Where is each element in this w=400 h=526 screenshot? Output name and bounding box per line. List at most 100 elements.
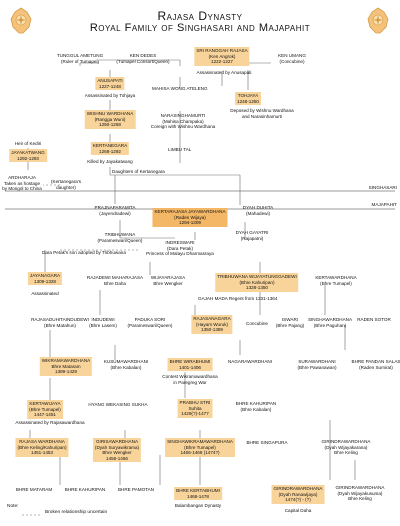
person-line: DYAH GAYATRI	[235, 230, 269, 235]
person-line: BHRE KERTABHUMI	[176, 488, 220, 493]
person-line: GIRINDRAWARDHANA	[321, 439, 371, 444]
person-line: PADUKA SORI	[134, 317, 166, 322]
person-line: 1389-1429	[55, 369, 77, 375]
person-line: (Dyah Wijayakarana)	[324, 444, 368, 450]
person-line: BHRE KAHURIPAN	[64, 487, 106, 492]
person-line: Bhre Mataram	[51, 363, 81, 369]
person-line: KERTARAJASA JAYAWARDHANA	[154, 209, 226, 214]
person-line: 1429(?)-1477	[181, 411, 209, 417]
person-line: Capital Daha	[284, 508, 312, 513]
person-line: (Bhre Pajang)	[275, 322, 305, 328]
person-singhawikramawardhana: SINGHAWIKRAMAWARDHANA(Bhre Tumapel)1466-…	[165, 438, 235, 457]
person-indreswari: INDRESWARI(Dara Petak)Princess of Malayu…	[146, 240, 214, 257]
person-line: BHRE SINGAPURA	[246, 440, 288, 445]
person-line: BHRE WIRABHUMI	[169, 359, 211, 364]
person-line: (Bhre Tumapel)	[320, 280, 352, 286]
person-line: INDRESWARI	[165, 240, 195, 245]
person-line: (Hayam Wuruk)	[195, 321, 229, 327]
person-line: Bhre Daha	[104, 280, 126, 286]
person-line: (Bhre Matahun)	[44, 322, 76, 328]
person-bhre-pamotan: BHRE PAMOTAN	[118, 487, 154, 493]
person-line: (Bhre Kabalan)	[240, 406, 272, 412]
label-limbu: LIMBU TAL	[168, 147, 192, 152]
title-line-2: Royal Family of Singhasari and Majapahit	[89, 22, 311, 34]
person-line: (Jayendradewi)	[99, 210, 131, 216]
person-line: (Rangga Wuni)	[94, 116, 126, 122]
person-dyah-duhita: DYAH DUHITA(Mahadewi)	[243, 205, 273, 216]
person-line: 1401-1406	[179, 364, 201, 370]
person-line: BHRE MATARAM	[15, 487, 53, 492]
person-line: (Bhre Kahuripan)	[239, 279, 275, 285]
note-kertanegara: Killed by Jayakatwang	[87, 159, 132, 165]
person-wishnu-wardhana: WISHNU WARDHANA(Rangga Wuni)1250-1268	[84, 110, 136, 129]
person-line: (Ken Angrok)	[208, 53, 236, 59]
person-line: in Paregreg War	[173, 379, 207, 385]
person-rajasaduhitaindudewi: RAJASADUHITAINDUDEWI(Bhre Matahun)	[31, 317, 89, 328]
person-line: 1248-1250	[237, 98, 259, 104]
person-raden-sotor: RADEN SOTOR	[357, 317, 391, 323]
person-paduka-sori: PADUKA SORI(Parameswari/Queen)	[128, 317, 173, 328]
note-kertawijaya: Assassinated by Rajasawardhana	[15, 420, 84, 426]
person-girindrawardhana-wijayakarana: GIRINDRAWARDHANA(Dyah Wijayakarana)Bhre …	[322, 439, 371, 456]
person-line: Suhita	[188, 405, 202, 411]
person-line: INDUDEWI	[91, 317, 115, 322]
person-line: Balambangan Dynasty	[174, 503, 222, 508]
person-line: 1328-1350	[246, 285, 268, 291]
person-line: ANUSAPATI	[97, 78, 123, 83]
person-line: (Rajapatni)	[240, 235, 264, 241]
person-line: Assassinated by Rajasawardhana	[15, 420, 85, 425]
person-line: TRIBHUWANA WIJAYATUNGGADEWI	[217, 274, 297, 279]
note-capital-daha: Capital Daha	[285, 508, 312, 514]
person-girindrawardhana-wijayakusuma: GIRINDRAWARDHANA(Dyah Wijayakusuma)Bhre …	[336, 485, 385, 502]
person-line: (Dara Petak)	[166, 245, 194, 251]
person-line: NAGARAWARDHANI	[227, 359, 273, 364]
person-ken-umang: KEN UMANG(Concubine)	[278, 53, 306, 64]
person-bhre-kahuripan: BHRE KAHURIPAN	[65, 487, 106, 493]
person-line: 1350-1389	[201, 327, 223, 333]
person-line: GIRINDRAWARDHANA	[273, 486, 323, 491]
era-label-singhasari: SINGHASARI	[368, 185, 397, 190]
person-narasinghamurti: NARASINGHAMURTI(Mahisa Champaka)Coreign …	[151, 113, 215, 130]
person-line: Princess of Malayu Dharmasraya	[146, 251, 214, 257]
person-line: 1466-1468 (1474?)	[180, 450, 220, 456]
person-line: TUNGGUL AMETUNG	[56, 53, 104, 58]
person-tribhuwana-queen: TRIBHUWANA(Parameswari/Queen)	[98, 232, 143, 243]
note-anusapati: Assassinated by Tohjaya	[85, 93, 135, 99]
person-line: 1456-1466	[106, 455, 128, 461]
person-indudewi: INDUDEWI(Bhre Lasem)	[89, 317, 117, 328]
person-line: WISHNU WARDHANA	[86, 111, 134, 116]
person-line: (Concubine)	[279, 58, 305, 64]
person-line: 1309-1328	[34, 278, 56, 284]
person-line: (Raden Sumirat)	[359, 364, 393, 370]
person-line: 1227-1248	[99, 83, 121, 89]
person-line: Deposed by Wishnu Wardhana	[230, 108, 294, 113]
person-line: Killed by Jayakatwang	[87, 159, 133, 164]
person-sri-ranggah-rajasa: SRI RANGGAH RAJASA(Ken Angrok)1222-1227	[194, 47, 250, 66]
label-gajah: GAJAH MADA Regent from 1331-1364	[198, 296, 278, 301]
person-girindrawardhana-ranawijaya: GIRINDRAWARDHANA(Dyah Ranawijaya)1474(?)…	[271, 485, 325, 504]
label-daughters: Daughters of Kertanegara	[112, 169, 165, 174]
person-rajasanagara: RAJASANAGARA(Hayam Wuruk)1350-1389	[191, 315, 233, 334]
right-emblem-icon	[367, 7, 389, 34]
person-line: (Parameswari/Queen)	[127, 322, 173, 328]
person-iswari: ISWARI(Bhre Pajang)	[276, 317, 304, 328]
person-line: PRAJNAPARAMITA	[94, 205, 136, 210]
person-line: RADEN SOTOR	[357, 317, 391, 322]
person-line: (Bhre Kabalan)	[110, 364, 142, 370]
person-kusumawardhani: KUSUMAWARDHANI(Bhre Kabalan)	[104, 359, 148, 370]
person-line: Contest Wikramawardhana	[162, 374, 218, 379]
person-line: RAJADEWI MAHARAJASA	[86, 275, 144, 280]
person-line: (Bhre Tumapel)	[184, 444, 216, 450]
person-line: SURAWARDHANI	[298, 359, 336, 364]
person-kertarajasa-jayawardhana: KERTARAJASA JAYAWARDHANA(Raden Wijaya)12…	[152, 208, 228, 227]
